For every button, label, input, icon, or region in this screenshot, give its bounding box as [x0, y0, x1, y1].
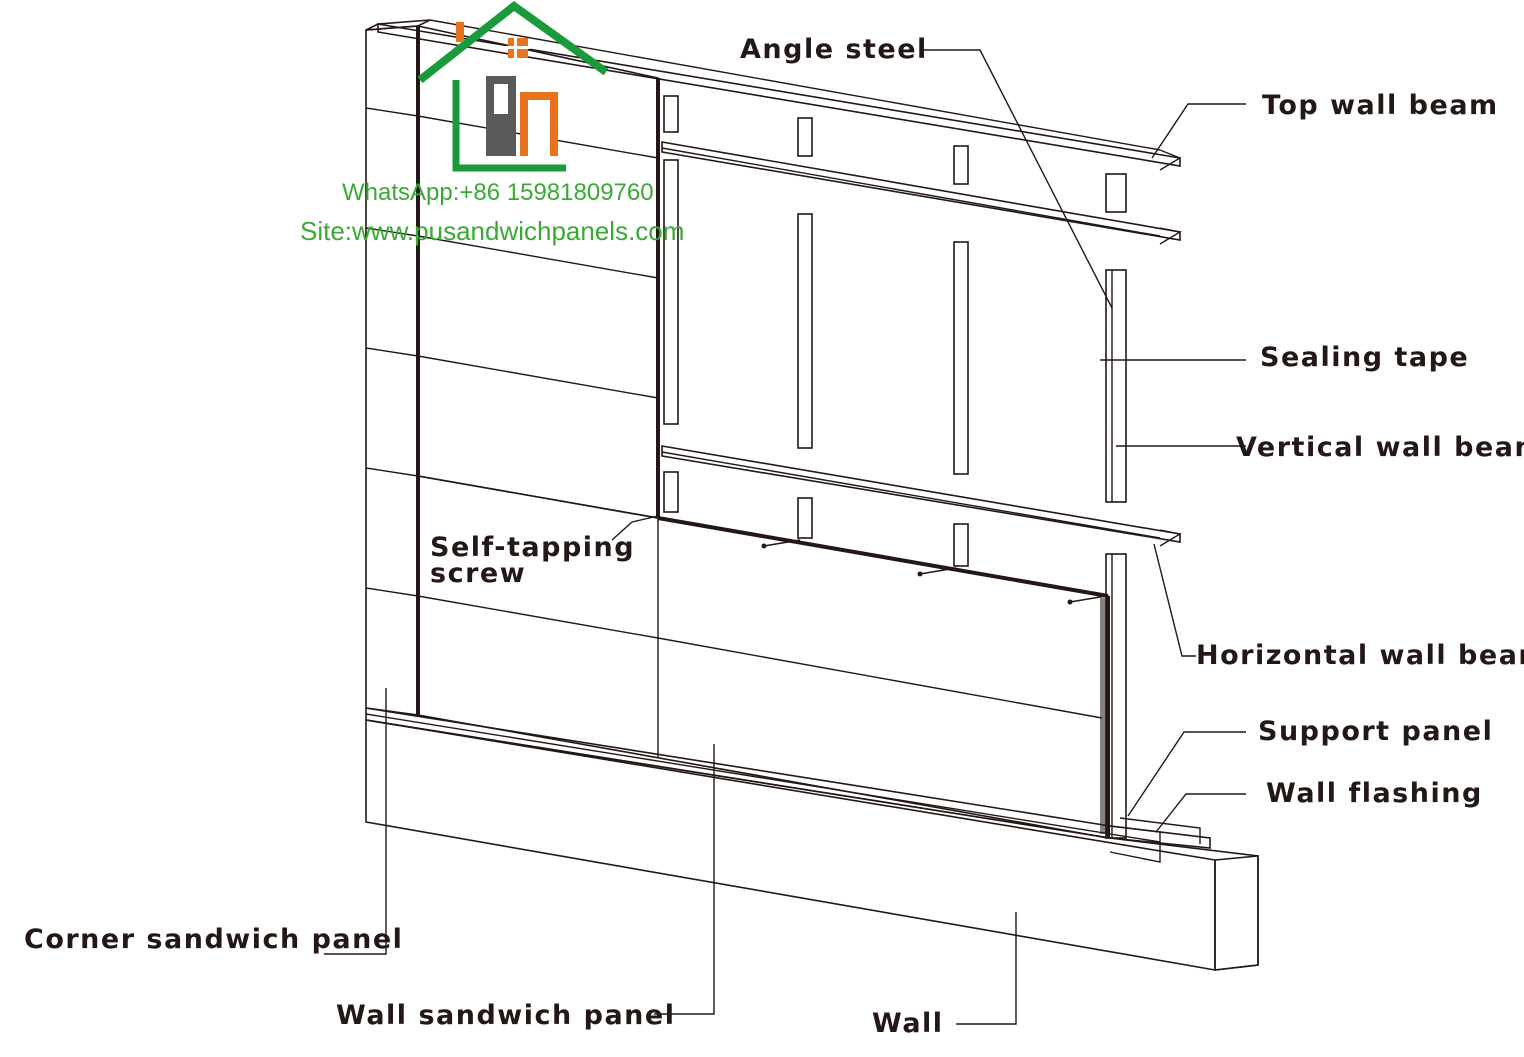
label-self-tapping-screw-line2: screw [430, 558, 526, 589]
leader-lines [324, 49, 1246, 1025]
vertical-wall-beams [663, 95, 1127, 839]
company-logo [417, 0, 609, 172]
label-angle-steel: Angle steel [740, 34, 928, 65]
brick-wall [365, 719, 1259, 971]
label-horizontal-wall-beam: Horizontal wall beam [1196, 640, 1524, 671]
watermark-site: Site:www.pusandwichpanels.com [300, 216, 684, 246]
horizontal-wall-beam-lower [661, 445, 1182, 547]
label-wall-flashing: Wall flashing [1266, 778, 1483, 809]
wall-sandwich-panel-lower [417, 475, 1110, 839]
label-vertical-wall-beam: Vertical wall beam [1236, 432, 1524, 463]
horizontal-wall-beam-upper [661, 141, 1182, 245]
corner-sandwich-panel [365, 19, 431, 716]
label-wall: Wall [872, 1008, 944, 1039]
label-sealing-tape: Sealing tape [1260, 342, 1469, 373]
top-wall-beam [377, 19, 1182, 171]
label-wall-sandwich-panel: Wall sandwich panel [336, 1000, 675, 1031]
label-top-wall-beam: Top wall beam [1262, 90, 1499, 121]
label-corner-sandwich-panel: Corner sandwich panel [24, 924, 403, 955]
watermark-whatsapp: WhatsApp:+86 15981809760 [342, 179, 654, 206]
label-self-tapping-screw-line1: Self-tapping [430, 532, 635, 563]
label-support-panel: Support panel [1258, 716, 1493, 747]
self-tapping-screws [761, 539, 1107, 605]
